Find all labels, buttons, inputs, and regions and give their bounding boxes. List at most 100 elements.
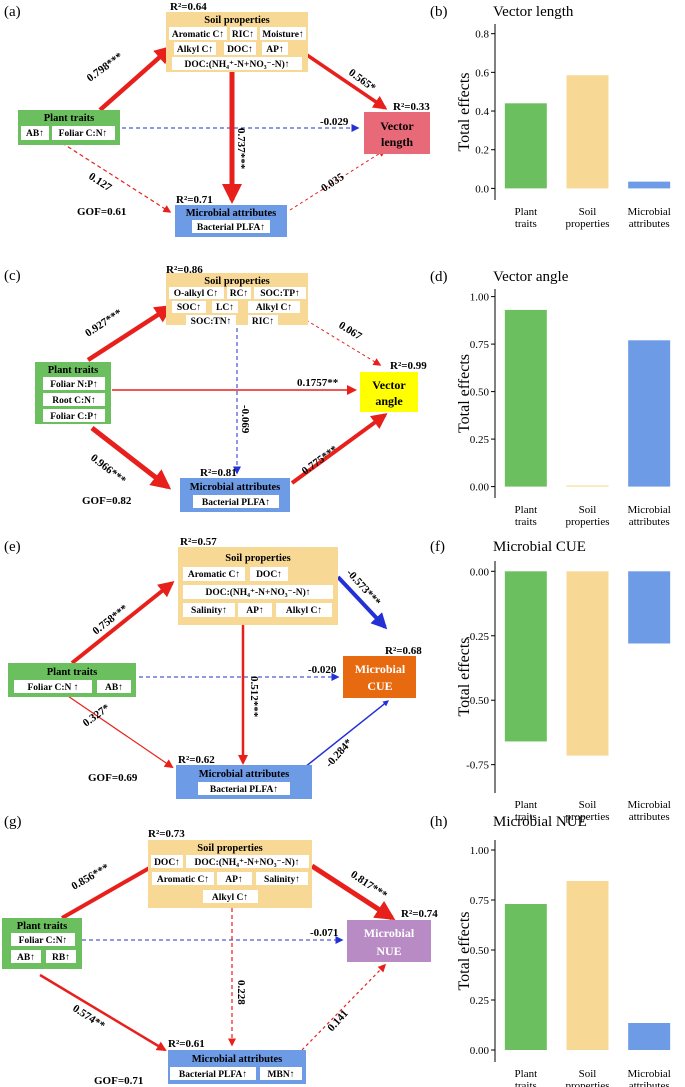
path-plant-microbe — [61, 142, 172, 213]
path-soil-outcome — [306, 53, 388, 110]
outcome-box — [343, 656, 416, 698]
plant-title: Plant traits — [47, 667, 97, 678]
coef-plant-outcome: -0.029 — [320, 116, 349, 128]
y-tick-label: -0.50 — [466, 695, 489, 707]
x-tick-label: traits — [515, 218, 537, 230]
soil-var: DOC:(NH₄⁺-N+NO₃⁻-N)↑ — [184, 59, 289, 70]
panel-label: (c) — [4, 268, 21, 284]
outcome-label: angle — [375, 394, 403, 408]
x-tick-label: Microbial — [627, 206, 670, 218]
microbe-var: Bacterial PLFA↑ — [179, 1070, 247, 1080]
sem-panel-a: (a) R²=0.64 Soil properties Aromatic C↑ … — [4, 1, 430, 237]
microbe-title: Microbial attributes — [192, 1054, 283, 1065]
coef-soil-microbe: 0.228 — [235, 980, 247, 1005]
soil-r2: R²=0.64 — [170, 1, 207, 13]
bar — [504, 571, 547, 742]
soil-r2: R²=0.86 — [166, 264, 203, 276]
sem-panel-g: (g) R²=0.73 Soil properties DOC↑ DOC:(NH… — [2, 814, 438, 1087]
path-soil-outcome — [305, 319, 382, 366]
x-tick-label: Microbial — [627, 504, 670, 516]
y-tick-label: 0.50 — [470, 387, 490, 399]
microbe-var: Bacterial PLFA↑ — [202, 498, 270, 508]
microbe-var: MBN↑ — [268, 1070, 295, 1080]
y-tick-label: 0.25 — [470, 434, 490, 446]
y-tick-label: 0.50 — [470, 945, 490, 957]
sem-panel-e: (e) R²=0.57 Soil properties Aromatic C↑ … — [4, 536, 422, 799]
path-plant-microbe — [61, 691, 174, 769]
chart-title: Vector length — [493, 4, 574, 20]
microbe-var: Bacterial PLFA↑ — [210, 785, 278, 795]
outcome-box — [347, 920, 431, 962]
chart-title: Microbial NUE — [493, 814, 587, 830]
outcome-label: NUE — [376, 944, 401, 958]
soil-var: Aromatic C↑ — [188, 570, 240, 580]
bar — [566, 571, 609, 756]
soil-title: Soil properties — [204, 15, 269, 26]
bar — [566, 881, 609, 1050]
panel-label: (h) — [430, 814, 448, 830]
x-tick-label: traits — [515, 811, 537, 823]
bar — [628, 1023, 671, 1050]
coef-plant-outcome: 0.1757** — [297, 377, 339, 389]
plant-var: Foliar C:P↑ — [50, 412, 98, 422]
soil-var: DOC↑ — [256, 570, 282, 580]
soil-r2: R²=0.73 — [148, 828, 185, 840]
coef-soil-microbe: 0.737*** — [235, 128, 247, 170]
path-microbe-outcome — [290, 413, 388, 485]
path-plant-soil — [70, 581, 175, 665]
soil-var: AP↑ — [246, 606, 263, 616]
bar — [628, 181, 671, 189]
plant-var: Foliar C:N↑ — [19, 936, 68, 946]
y-tick-label: 1.00 — [470, 845, 490, 857]
bar — [566, 75, 609, 189]
path-soil-outcome — [336, 575, 388, 630]
plant-var: RB↑ — [52, 953, 70, 963]
soil-var: RIC↑ — [252, 317, 274, 327]
soil-var: Alkyl C↑ — [212, 893, 248, 903]
soil-var: Alkyl C↑ — [177, 45, 213, 55]
x-tick-label: Plant — [515, 206, 538, 218]
x-tick-label: Plant — [515, 799, 538, 811]
soil-var: DOC↑ — [227, 45, 253, 55]
outcome-label: Microbial — [364, 926, 415, 940]
plant-title: Plant traits — [44, 113, 94, 124]
microbe-title: Microbial attributes — [186, 208, 277, 219]
y-tick-label: -0.25 — [466, 631, 489, 643]
outcome-label: Vector — [372, 378, 406, 392]
soil-var: Aromatic C↑ — [172, 30, 224, 40]
soil-var: Alkyl C↑ — [286, 606, 322, 616]
path-microbe-outcome — [289, 149, 387, 211]
microbe-title: Microbial attributes — [199, 769, 290, 780]
y-axis-label: Total effects — [456, 638, 473, 717]
bar — [504, 904, 547, 1050]
soil-var: SOC↑ — [177, 303, 201, 313]
x-tick-label: attributes — [629, 1080, 670, 1087]
plant-var: Foliar N:P↑ — [50, 380, 98, 390]
soil-var: Moisture↑ — [262, 30, 304, 40]
panel-label: (e) — [4, 539, 21, 555]
x-tick-label: Soil — [579, 799, 597, 811]
outcome-r2: R²=0.74 — [401, 908, 438, 920]
y-tick-label: 0.6 — [475, 67, 489, 79]
soil-var: Aromatic C↑ — [157, 875, 209, 885]
x-tick-label: properties — [566, 218, 610, 230]
x-tick-label: Microbial — [627, 1068, 670, 1080]
plant-var: Root C:N↑ — [52, 396, 96, 406]
microbe-r2: R²=0.62 — [178, 754, 215, 766]
bar — [504, 103, 547, 189]
coef-soil-microbe: -0.069 — [239, 405, 251, 434]
x-tick-label: traits — [515, 516, 537, 528]
x-tick-label: attributes — [629, 811, 670, 823]
x-tick-label: Plant — [515, 1068, 538, 1080]
panel-label: (f) — [430, 539, 445, 555]
soil-title: Soil properties — [225, 553, 290, 564]
outcome-box — [364, 112, 430, 154]
panel-label: (b) — [430, 4, 448, 20]
y-axis-label: Total effects — [456, 912, 473, 991]
coef-plant-outcome: -0.020 — [308, 664, 337, 676]
plant-var: AB↑ — [17, 953, 35, 963]
y-tick-label: 0.25 — [470, 995, 490, 1007]
